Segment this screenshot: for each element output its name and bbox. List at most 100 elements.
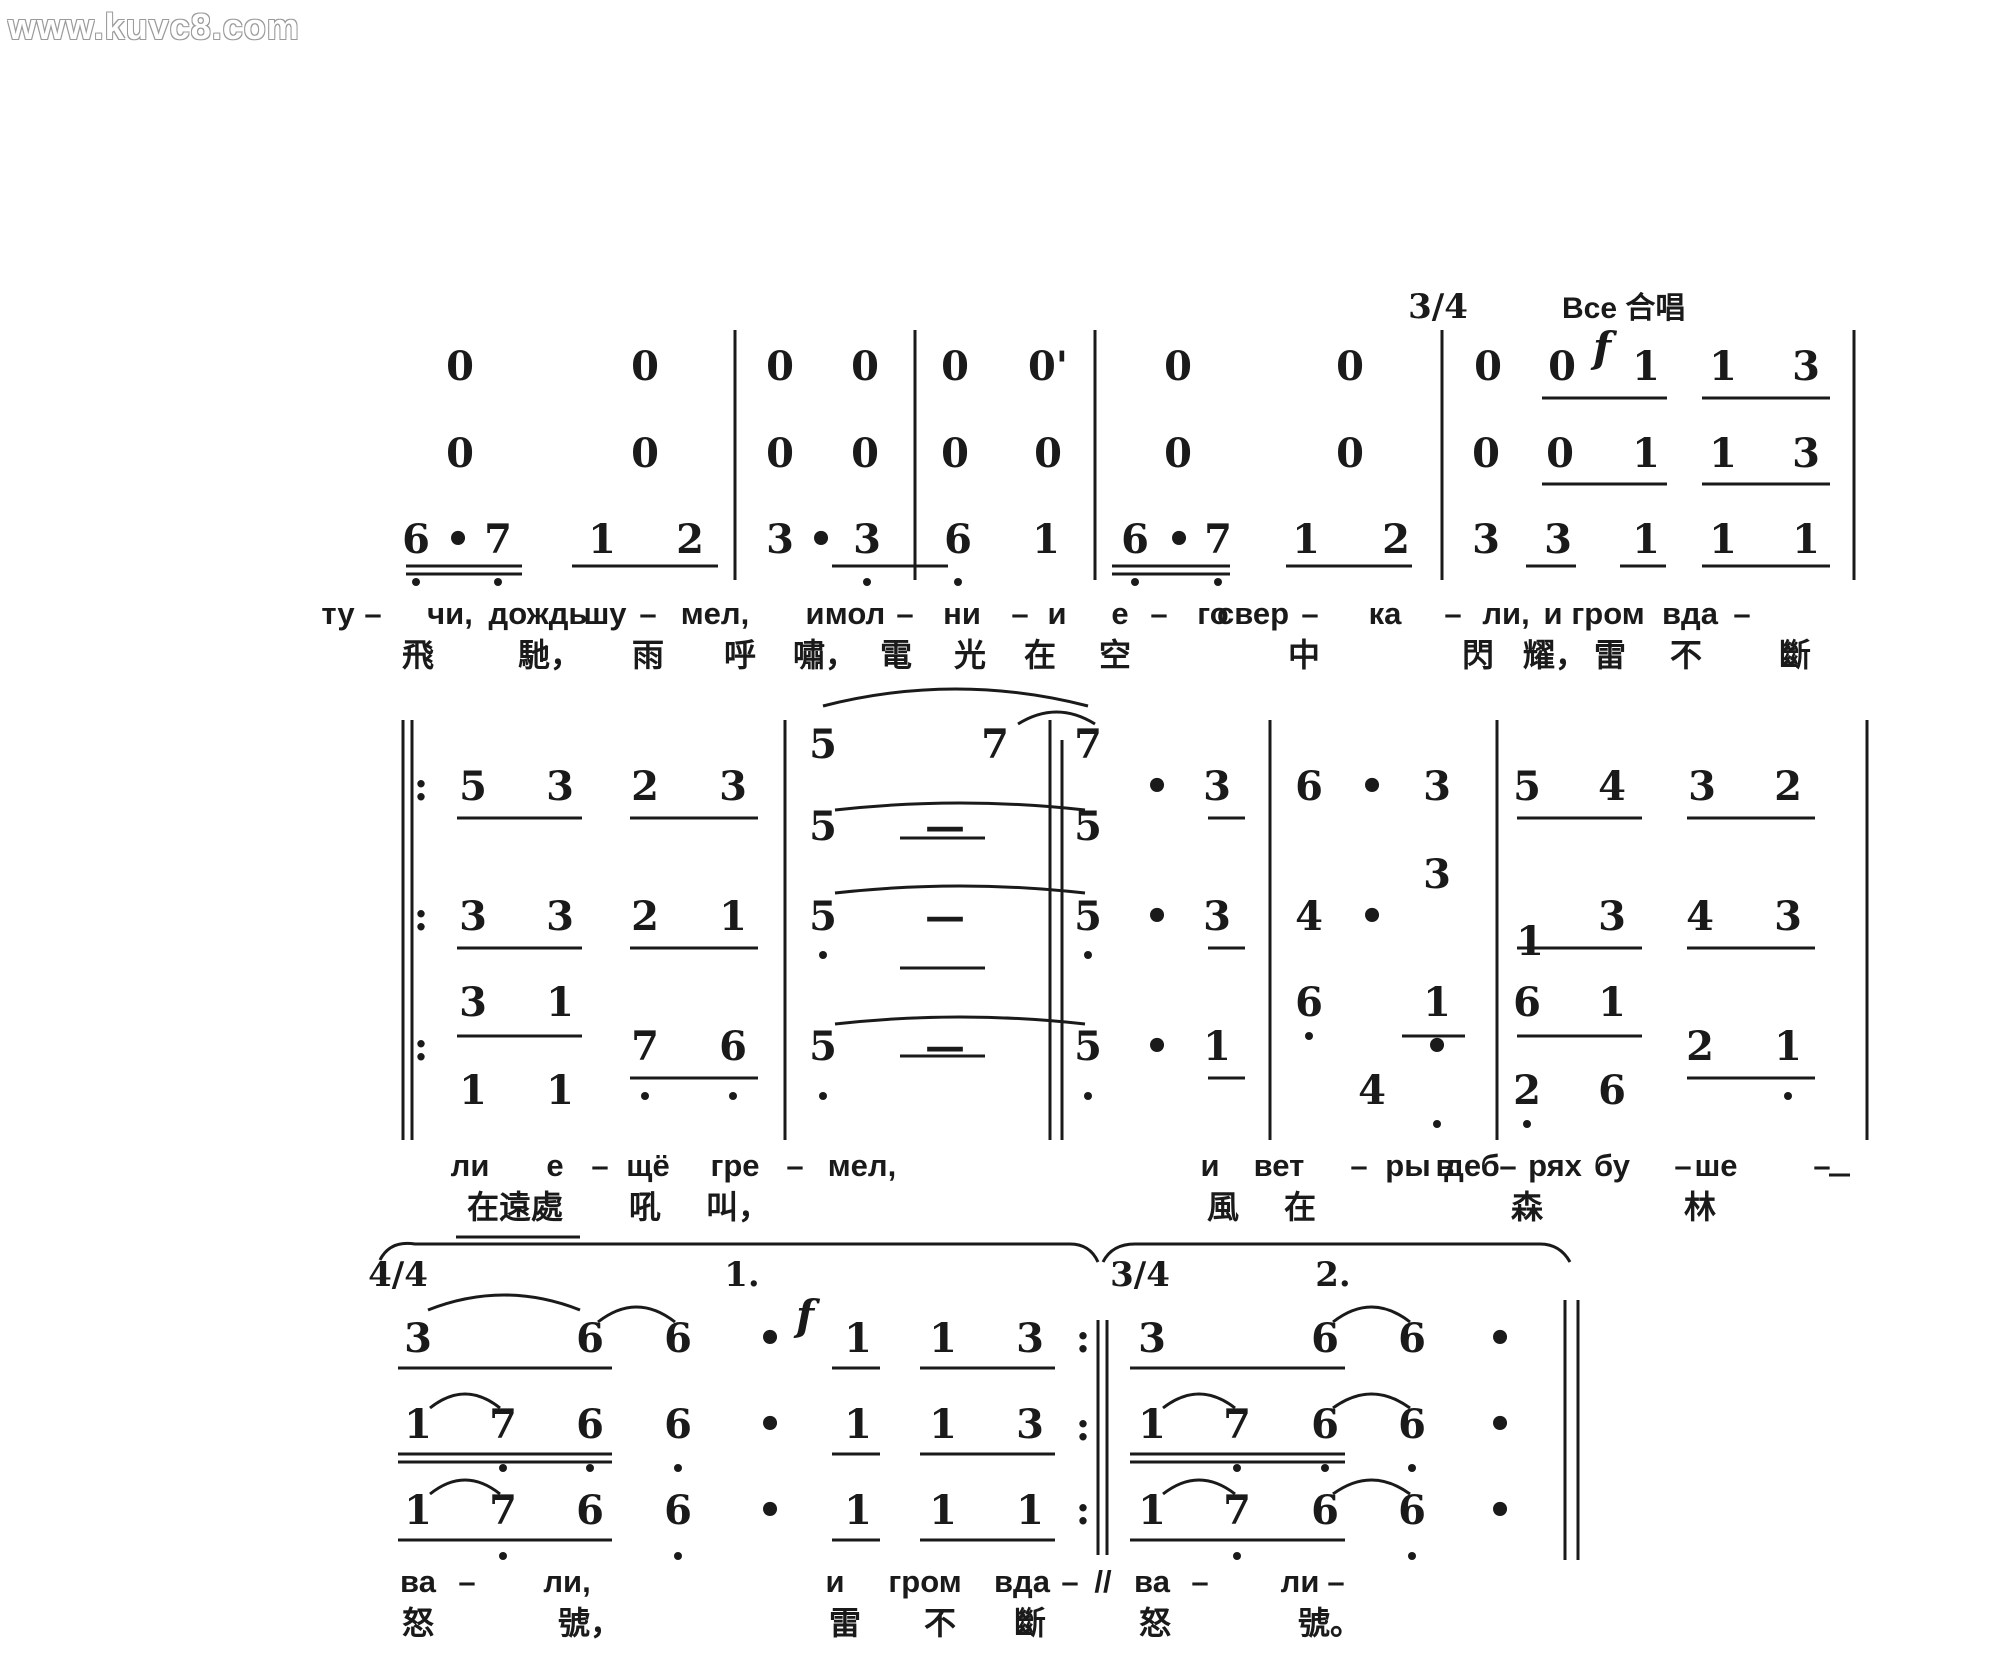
lyric-zh: 光 <box>954 636 986 674</box>
lyric-ru: гром <box>1571 596 1644 631</box>
jianpu-note: 3 <box>1423 763 1451 810</box>
lyric-zh: 不 <box>924 1604 956 1642</box>
jianpu-note: 5 <box>459 763 487 810</box>
jianpu-note: 5 <box>809 721 837 768</box>
time-signature: 3/4 <box>1408 287 1468 327</box>
lyric-zh: 斷 <box>1014 1604 1046 1642</box>
lyric-ru: и <box>1047 596 1066 631</box>
lyric-ru: вет <box>1254 1148 1305 1183</box>
jianpu-note: 6 <box>1311 1315 1339 1362</box>
volta-bracket <box>378 1241 1100 1263</box>
lyric-ru: – <box>1061 1564 1078 1599</box>
jianpu-note: 1 <box>929 1401 957 1448</box>
jianpu-note: 0 <box>1546 430 1574 477</box>
jianpu-note: 0 <box>446 343 474 390</box>
lyric-ru: и <box>1543 596 1562 631</box>
jianpu-note: 1 <box>588 516 616 563</box>
lyric-ru: – <box>1350 1148 1367 1183</box>
jianpu-note: 1 <box>1292 516 1320 563</box>
jianpu-note: 6 <box>1295 763 1323 810</box>
lyric-zh: 叫， <box>706 1188 770 1226</box>
jianpu-note: 7 <box>1223 1401 1251 1448</box>
jianpu-note: 4 <box>1358 1067 1386 1114</box>
octave-dot <box>1408 1552 1416 1560</box>
lyric-ru: в <box>1435 1148 1454 1183</box>
octave-dot <box>1408 1464 1416 1472</box>
jianpu-note: 3 <box>719 763 747 810</box>
repeat-dot: : <box>1076 1487 1091 1534</box>
jianpu-note: • <box>1487 1487 1513 1534</box>
jianpu-note: 1 <box>1632 430 1660 477</box>
jianpu-note: 0 <box>1336 430 1364 477</box>
jianpu-note: 6 <box>1598 1067 1626 1114</box>
jianpu-note: 0 <box>851 430 879 477</box>
lyric-ru: мол <box>825 596 885 631</box>
jianpu-note: • <box>445 516 471 563</box>
jianpu-note: 3 <box>459 893 487 940</box>
jianpu-note: • <box>1144 763 1170 810</box>
jianpu-note: 2 <box>631 893 659 940</box>
slur <box>834 801 1086 812</box>
volta-bracket <box>1101 1242 1572 1263</box>
jianpu-note: • <box>757 1487 783 1534</box>
jianpu-note: 6 <box>576 1401 604 1448</box>
lyric-ru: гром <box>888 1564 961 1599</box>
lyric-ru: – <box>639 596 656 631</box>
lyric-zh: 號。 <box>1298 1604 1362 1642</box>
jianpu-note: 4 <box>1295 893 1323 940</box>
jianpu-note: 1 <box>1016 1487 1044 1534</box>
jianpu-note: 1 <box>1032 516 1060 563</box>
jianpu-note: 2 <box>1686 1023 1714 1070</box>
lyric-ru: свер <box>1217 596 1289 631</box>
slur <box>1017 710 1096 726</box>
jianpu-note: 0 <box>1474 343 1502 390</box>
jianpu-note: 3 <box>459 979 487 1026</box>
jianpu-note: 7 <box>489 1487 517 1534</box>
lyric-zh: 馳， <box>518 636 582 674</box>
jianpu-note: 3 <box>1774 893 1802 940</box>
jianpu-note: 2 <box>1774 763 1802 810</box>
slur <box>1162 1392 1236 1410</box>
lyric-ru: – <box>1011 596 1028 631</box>
octave-dot <box>1084 951 1092 959</box>
jianpu-note: 0 <box>941 430 969 477</box>
jianpu-note: 2 <box>1513 1067 1541 1114</box>
lyric-ru: ва <box>400 1564 437 1599</box>
lyric-ru: ту <box>321 596 355 631</box>
jianpu-note: • <box>1487 1315 1513 1362</box>
lyric-ru: – <box>1499 1148 1516 1183</box>
jianpu-note: 0 <box>851 343 879 390</box>
lyric-ru: бу <box>1594 1148 1631 1183</box>
lyric-ru: ли <box>1281 1564 1320 1599</box>
lyric-ru: – <box>591 1148 608 1183</box>
lyric-zh: 怒 <box>1139 1604 1171 1642</box>
jianpu-note: 1 <box>546 979 574 1026</box>
slur <box>597 1305 676 1324</box>
jianpu-note: 0 <box>1034 430 1062 477</box>
jianpu-note: • <box>1359 893 1385 940</box>
jianpu-note: 6 <box>1398 1487 1426 1534</box>
lyric-zh: 中 <box>1288 636 1320 674</box>
header: 3/4 Все 合唱 <box>1408 287 1685 327</box>
section-label: Все 合唱 <box>1562 291 1685 325</box>
lyric-zh: 怒 <box>402 1604 434 1642</box>
jianpu-note: 0 <box>631 430 659 477</box>
repeat-dot: : <box>1076 1403 1091 1450</box>
jianpu-note: 1 <box>1632 516 1660 563</box>
jianpu-note: 1 <box>1709 516 1737 563</box>
jianpu-note: 1 <box>1632 343 1660 390</box>
octave-dot <box>1233 1552 1241 1560</box>
repeat-dot: : <box>414 763 429 810</box>
jianpu-note: • <box>1166 516 1192 563</box>
lyric-zh: 森 <box>1511 1188 1544 1226</box>
jianpu-note: 0 <box>941 343 969 390</box>
jianpu-note: 1 <box>929 1315 957 1362</box>
jianpu-note: 7 <box>1074 721 1102 768</box>
jianpu-note: 2 <box>1382 516 1410 563</box>
jianpu-note: 6 <box>1121 516 1149 563</box>
lyric-zh: 不 <box>1670 636 1702 674</box>
jianpu-note: 3 <box>546 893 574 940</box>
jianpu-note: 6 <box>944 516 972 563</box>
jianpu-note: 1 <box>459 1067 487 1114</box>
slur <box>1332 1392 1411 1410</box>
